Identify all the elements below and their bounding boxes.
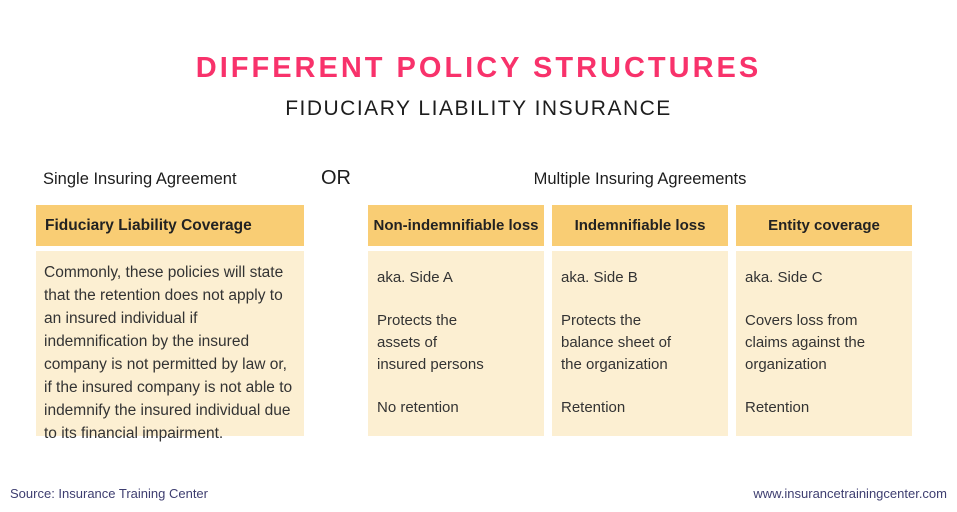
indemnifiable-loss-card: Indemnifiable loss aka. Side B Protects … [552, 205, 728, 436]
indemnifiable-loss-card-body: aka. Side B Protects the balance sheet o… [552, 251, 728, 436]
single-agreement-label: Single Insuring Agreement [43, 170, 237, 188]
side-b-label: aka. Side B [561, 269, 638, 286]
non-indemnifiable-loss-card-header: Non-indemnifiable loss [368, 205, 544, 246]
indemnifiable-loss-card-header: Indemnifiable loss [552, 205, 728, 246]
side-a-description: Protects the assets of insured persons [377, 312, 484, 373]
side-c-retention: Retention [745, 399, 810, 416]
fiduciary-liability-card-body: Commonly, these policies will state that… [36, 251, 304, 442]
multiple-agreements-label: Multiple Insuring Agreements [533, 170, 747, 188]
fiduciary-liability-card-header: Fiduciary Liability Coverage [36, 205, 304, 246]
side-b-retention: Retention [561, 399, 626, 416]
side-a-retention: No retention [377, 399, 459, 416]
side-c-label: aka. Side C [745, 269, 823, 286]
or-label: OR [321, 167, 351, 189]
side-b-description: Protects the balance sheet of the organi… [561, 312, 672, 373]
page-title: DIFFERENT POLICY STRUCTURES [195, 52, 762, 84]
source-credit: Source: Insurance Training Center [10, 486, 208, 501]
entity-coverage-card-body: aka. Side C Covers loss from claims agai… [736, 251, 912, 436]
side-c-description: Covers loss from claims against the orga… [745, 312, 866, 373]
fiduciary-liability-card: Fiduciary Liability Coverage Commonly, t… [36, 205, 304, 442]
website-url: www.insurancetrainingcenter.com [753, 486, 947, 501]
entity-coverage-card-header: Entity coverage [736, 205, 912, 246]
non-indemnifiable-loss-card-body: aka. Side A Protects the assets of insur… [368, 251, 544, 436]
entity-coverage-card: Entity coverage aka. Side C Covers loss … [736, 205, 912, 436]
side-a-label: aka. Side A [377, 269, 453, 286]
page-subtitle: FIDUCIARY LIABILITY INSURANCE [285, 97, 672, 120]
non-indemnifiable-loss-card: Non-indemnifiable loss aka. Side A Prote… [368, 205, 544, 436]
